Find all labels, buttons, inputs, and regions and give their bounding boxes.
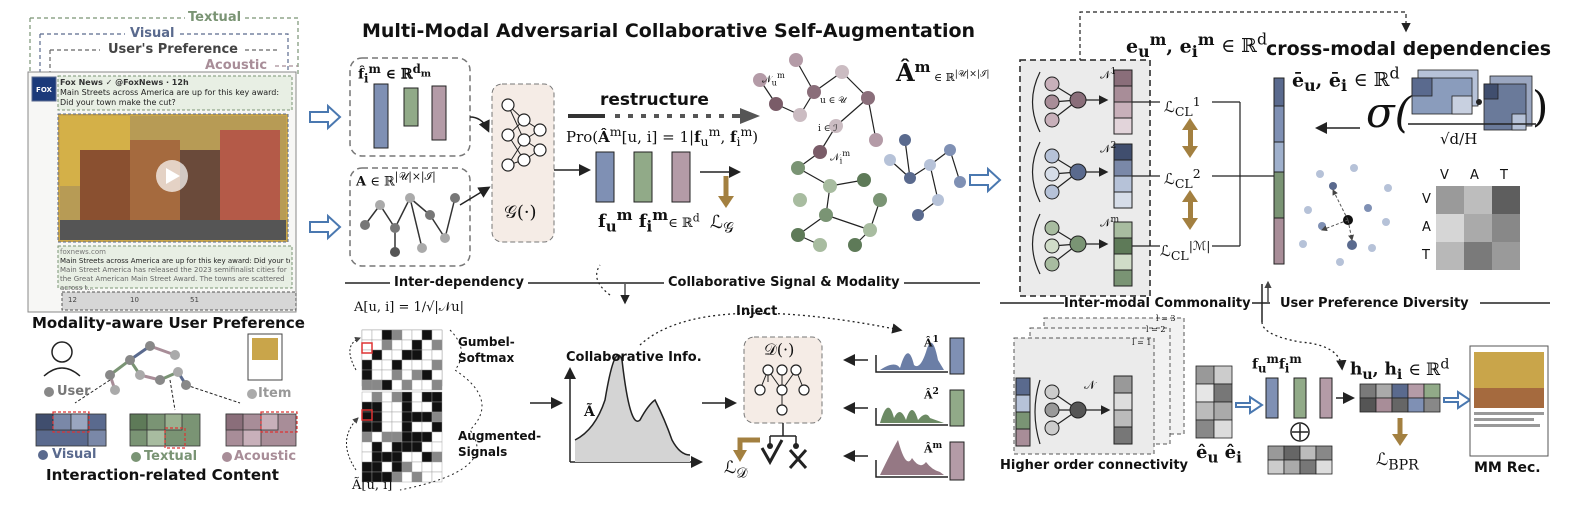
a-hat-2: Â2	[924, 386, 939, 402]
tweet-header: Fox News ✓ @FoxNews · 12h	[60, 78, 189, 87]
discriminator-loss: ℒ𝒟	[724, 458, 748, 482]
inter-dependency-label: Inter-dependency	[390, 275, 528, 290]
link-domain: foxnews.com	[60, 248, 106, 256]
sigma-symbol: σ(	[1366, 88, 1412, 137]
mat-col-v: V	[1440, 168, 1449, 183]
restructure-label: restructure	[600, 90, 709, 110]
restructured-adjacency: Âm ∈ ℝ|𝒰|×|ℐ|	[896, 58, 990, 87]
sqrt-dh-label: √d/H	[1440, 130, 1478, 148]
bpr-loss-label: ℒBPR	[1376, 450, 1419, 474]
modality-aware-title: Modality-aware User Preference	[32, 314, 305, 332]
augmented-adjacency-label: Ã[u, i]	[352, 478, 393, 493]
cl-loss-2: ℒCL2	[1164, 166, 1201, 191]
higher-order-label: Higher order connectivity	[1000, 458, 1189, 473]
svg-text:FOX: FOX	[36, 86, 52, 94]
feature-pair-label: fumfim	[1252, 352, 1302, 376]
collab-signal-label: Collaborative Signal & Modality	[664, 275, 904, 290]
i-in-I-label: i ∈ ℐ	[818, 124, 838, 134]
visual-legend: Visual	[52, 447, 97, 462]
mat-col-t: T	[1500, 168, 1508, 183]
main-title: Multi-Modal Adversarial Collaborative Se…	[362, 20, 976, 42]
cl-loss-1: ℒCL1	[1164, 94, 1201, 119]
mm-rec-label: MM Rec.	[1474, 460, 1541, 476]
normalized-adjacency-formula: A[u, i] = 1/√|𝒩u|	[354, 300, 465, 315]
nm-label: 𝒩m	[1100, 214, 1120, 230]
augmented-signals-label: Augmented-Signals	[458, 429, 542, 459]
textual-legend: Textual	[144, 449, 198, 464]
generator-label: 𝒢(·)	[504, 202, 537, 223]
a-hat-m: Âm	[924, 440, 943, 456]
collab-info-label: Collaborative Info.	[566, 350, 702, 365]
modal-embedding-eq: eum, eim ∈ ℝd	[1126, 30, 1268, 62]
mat-row-t: T	[1422, 248, 1430, 263]
n1-label: 𝒩1	[1100, 66, 1117, 82]
l3-label: l = 3	[1156, 314, 1176, 323]
f-item-label: f̂im ∈ ℝdm	[358, 62, 432, 86]
gumbel-softmax-label: Gumbel-Softmax	[458, 335, 515, 365]
link-description: Main Street America has released the 202…	[60, 266, 287, 292]
n2-label: 𝒩2	[1100, 140, 1117, 156]
acoustic-legend: Acoustic	[234, 449, 297, 464]
inject-label: Inject	[736, 304, 778, 319]
adjacency-label: A ∈ ℝ|𝒰|×|ℐ|	[356, 170, 436, 190]
h-embedding-eq: hu, hi ∈ ℝd	[1350, 356, 1450, 384]
mat-row-a: A	[1422, 220, 1431, 235]
item-neighbors-label: 𝒩im	[830, 148, 851, 166]
final-embeddings-label: êu êi	[1196, 442, 1242, 467]
discriminator-label: 𝒟(·)	[764, 340, 795, 359]
reply-count: 12	[68, 296, 77, 304]
sigma-close-paren: )	[1532, 82, 1549, 131]
user-label: User	[57, 384, 91, 399]
cross-modal-title: cross-modal dependencies	[1266, 38, 1552, 60]
legend-user-preference: User's Preference	[108, 42, 238, 57]
like-count: 51	[190, 296, 199, 304]
interaction-content-title: Interaction-related Content	[46, 466, 279, 484]
n-label: 𝒩	[1084, 378, 1096, 392]
retweet-count: 10	[130, 296, 139, 304]
legend-acoustic: Acoustic	[205, 58, 268, 73]
legend-textual: Textual	[188, 10, 242, 25]
user-pref-diversity-label: User Preference Diversity	[1280, 296, 1469, 311]
atilde-curve-label: Ã	[584, 404, 595, 420]
generator-loss: ℒ𝒢	[710, 212, 734, 237]
item-label: Item	[258, 386, 292, 401]
cl-loss-m: ℒCL|ℳ|	[1160, 238, 1211, 263]
u-in-U-label: u ∈ 𝒰	[820, 96, 847, 106]
l1-label: l = 1	[1132, 338, 1152, 347]
legend-visual: Visual	[130, 26, 175, 41]
inter-modal-label: Inter-modal Commonality	[1064, 296, 1251, 311]
mean-embedding-eq: ēu, ēi ∈ ℝd	[1292, 64, 1400, 96]
mat-col-a: A	[1470, 168, 1479, 183]
link-title: Main Streets across America are up for t…	[60, 257, 290, 265]
mat-row-v: V	[1422, 192, 1431, 207]
feature-vectors-label: fum fim∈ ℝd	[598, 206, 700, 236]
tweet-body: Main Streets across America are up for t…	[60, 88, 280, 107]
user-neighbors-label: 𝒩um	[762, 70, 785, 88]
probability-formula: Pro(Âm[u, i] = 1|fum, fim)	[566, 124, 759, 149]
l2-label: l = 2	[1146, 325, 1166, 334]
a-hat-1: Â1	[924, 334, 939, 350]
